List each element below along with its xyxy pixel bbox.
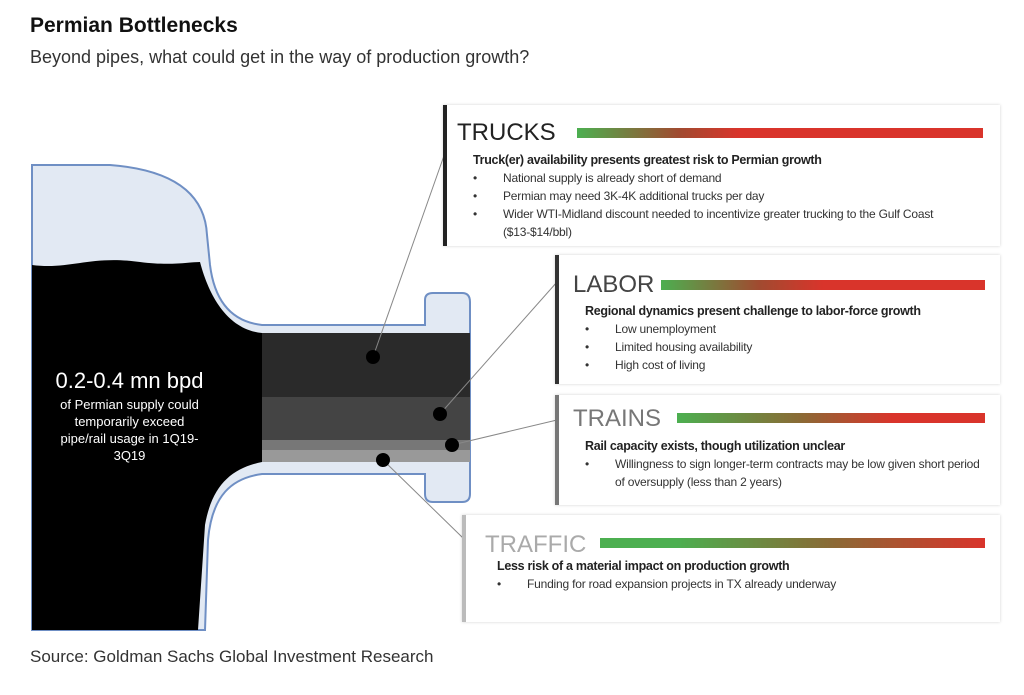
bottleneck-trucks: TRUCKS Truck(er) availability presents g…	[443, 105, 1000, 246]
bullet-item: Permian may need 3K-4K additional trucks…	[473, 187, 973, 205]
marker-trains	[445, 438, 459, 452]
bullet-list: Willingness to sign longer-term contract…	[585, 455, 985, 491]
page-subtitle: Beyond pipes, what could get in the way …	[30, 47, 530, 67]
bottleneck-trains: TRAINS Rail capacity exists, though util…	[555, 395, 1000, 505]
pipe-band-traffic	[262, 450, 470, 462]
marker-trucks	[366, 350, 380, 364]
risk-bar	[600, 538, 985, 548]
pipe-band-trains	[262, 440, 470, 450]
connector-trains	[451, 419, 558, 446]
bullet-item: Low unemployment	[585, 320, 985, 338]
connector-labor	[439, 281, 558, 415]
bottleneck-title: TRAFFIC	[485, 531, 587, 558]
bullet-item: Limited housing availability	[585, 338, 985, 356]
marker-labor	[433, 407, 447, 421]
oil-volume	[32, 260, 262, 630]
volume-headline: 0.2-0.4 mn bpd	[55, 368, 204, 393]
risk-bar	[661, 280, 985, 290]
bottleneck-title: LABOR	[573, 271, 655, 298]
bottleneck-title: TRAINS	[573, 405, 662, 432]
marker-traffic	[376, 453, 390, 467]
risk-bar	[677, 413, 985, 423]
bottleneck-labor: LABOR Regional dynamics present challeng…	[555, 255, 1000, 384]
bullet-list: National supply is already short of dema…	[473, 169, 973, 241]
connector-trucks	[372, 149, 447, 358]
bullet-item: High cost of living	[585, 356, 985, 374]
bottleneck-summary: Truck(er) availability presents greatest…	[473, 153, 822, 167]
bottleneck-summary: Rail capacity exists, though utilization…	[585, 439, 845, 453]
bullet-item: Funding for road expansion projects in T…	[497, 575, 977, 593]
volume-caption: of Permian supply could temporarily exce…	[60, 397, 199, 463]
bullet-item: Willingness to sign longer-term contract…	[585, 455, 985, 491]
bullet-list: Funding for road expansion projects in T…	[497, 575, 977, 593]
bullet-item: National supply is already short of dema…	[473, 169, 973, 187]
pipe-band-trucks	[262, 333, 470, 397]
connector-traffic	[382, 459, 464, 539]
bottleneck-summary: Less risk of a material impact on produc…	[497, 559, 790, 573]
page-title: Permian Bottlenecks	[30, 14, 238, 37]
bottleneck-traffic: TRAFFIC Less risk of a material impact o…	[462, 515, 1000, 622]
bottleneck-title: TRUCKS	[457, 119, 556, 146]
source-note: Source: Goldman Sachs Global Investment …	[30, 647, 434, 666]
bottleneck-summary: Regional dynamics present challenge to l…	[585, 304, 921, 318]
risk-bar	[577, 128, 983, 138]
bullet-list: Low unemployment Limited housing availab…	[585, 320, 985, 374]
bullet-item: Wider WTI-Midland discount needed to inc…	[473, 205, 973, 241]
